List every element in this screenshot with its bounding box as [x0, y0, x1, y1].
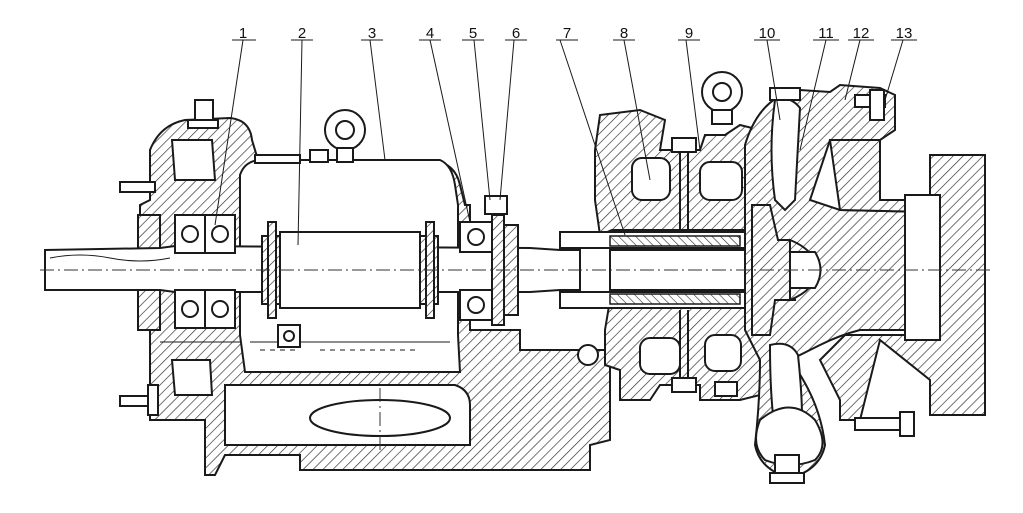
- frame-left-bolts: [119, 181, 159, 416]
- callout-7: 7: [556, 25, 626, 236]
- callout-label: 4: [426, 25, 434, 42]
- callout-label: 3: [368, 25, 376, 42]
- callout-label: 6: [512, 25, 520, 42]
- impeller-nut: [789, 251, 822, 289]
- callout-label: 2: [298, 25, 306, 42]
- casing-lifting-eye: [701, 71, 743, 125]
- callout-11: 11: [799, 25, 839, 151]
- callout-label: 12: [853, 25, 870, 42]
- ball-bearing-pair-left: [174, 214, 236, 329]
- callout-4: 4: [419, 25, 471, 223]
- ball-bearing-right: [459, 195, 519, 326]
- callout-1: 1: [214, 25, 256, 226]
- packing-sleeve: [559, 231, 761, 309]
- gland-studs: [671, 137, 738, 397]
- callout-9: 9: [678, 25, 701, 151]
- callout-label: 1: [239, 25, 247, 42]
- callout-8: 8: [613, 25, 651, 181]
- frame-top-bolt: [187, 99, 219, 129]
- callout-5: 5: [462, 25, 491, 201]
- frame-lifting-eye: [324, 109, 366, 163]
- callout-label: 7: [563, 25, 571, 42]
- volute-drain-plug: [769, 454, 805, 484]
- callout-10: 10: [754, 25, 781, 121]
- callout-2: 2: [291, 25, 313, 246]
- seal-housing: [577, 108, 761, 401]
- volute-top-bolt: [769, 87, 886, 121]
- callout-label: 9: [685, 25, 693, 42]
- callout-label: 13: [896, 25, 913, 42]
- callout-label: 8: [620, 25, 628, 42]
- callout-6: 6: [499, 25, 527, 201]
- frame-drain-plug: [277, 324, 301, 348]
- callout-label: 10: [759, 25, 776, 42]
- callout-group: 1 2 3 4 5 6 7 8 9 10 11 12 13: [214, 25, 917, 246]
- suction-flange: [818, 139, 986, 437]
- frame-vent: [254, 149, 329, 164]
- callout-label: 11: [818, 25, 834, 42]
- callout-12: 12: [844, 25, 874, 101]
- callout-label: 5: [469, 25, 477, 42]
- callout-3: 3: [361, 25, 386, 161]
- volute-casing: [744, 83, 931, 480]
- callout-13: 13: [884, 25, 917, 101]
